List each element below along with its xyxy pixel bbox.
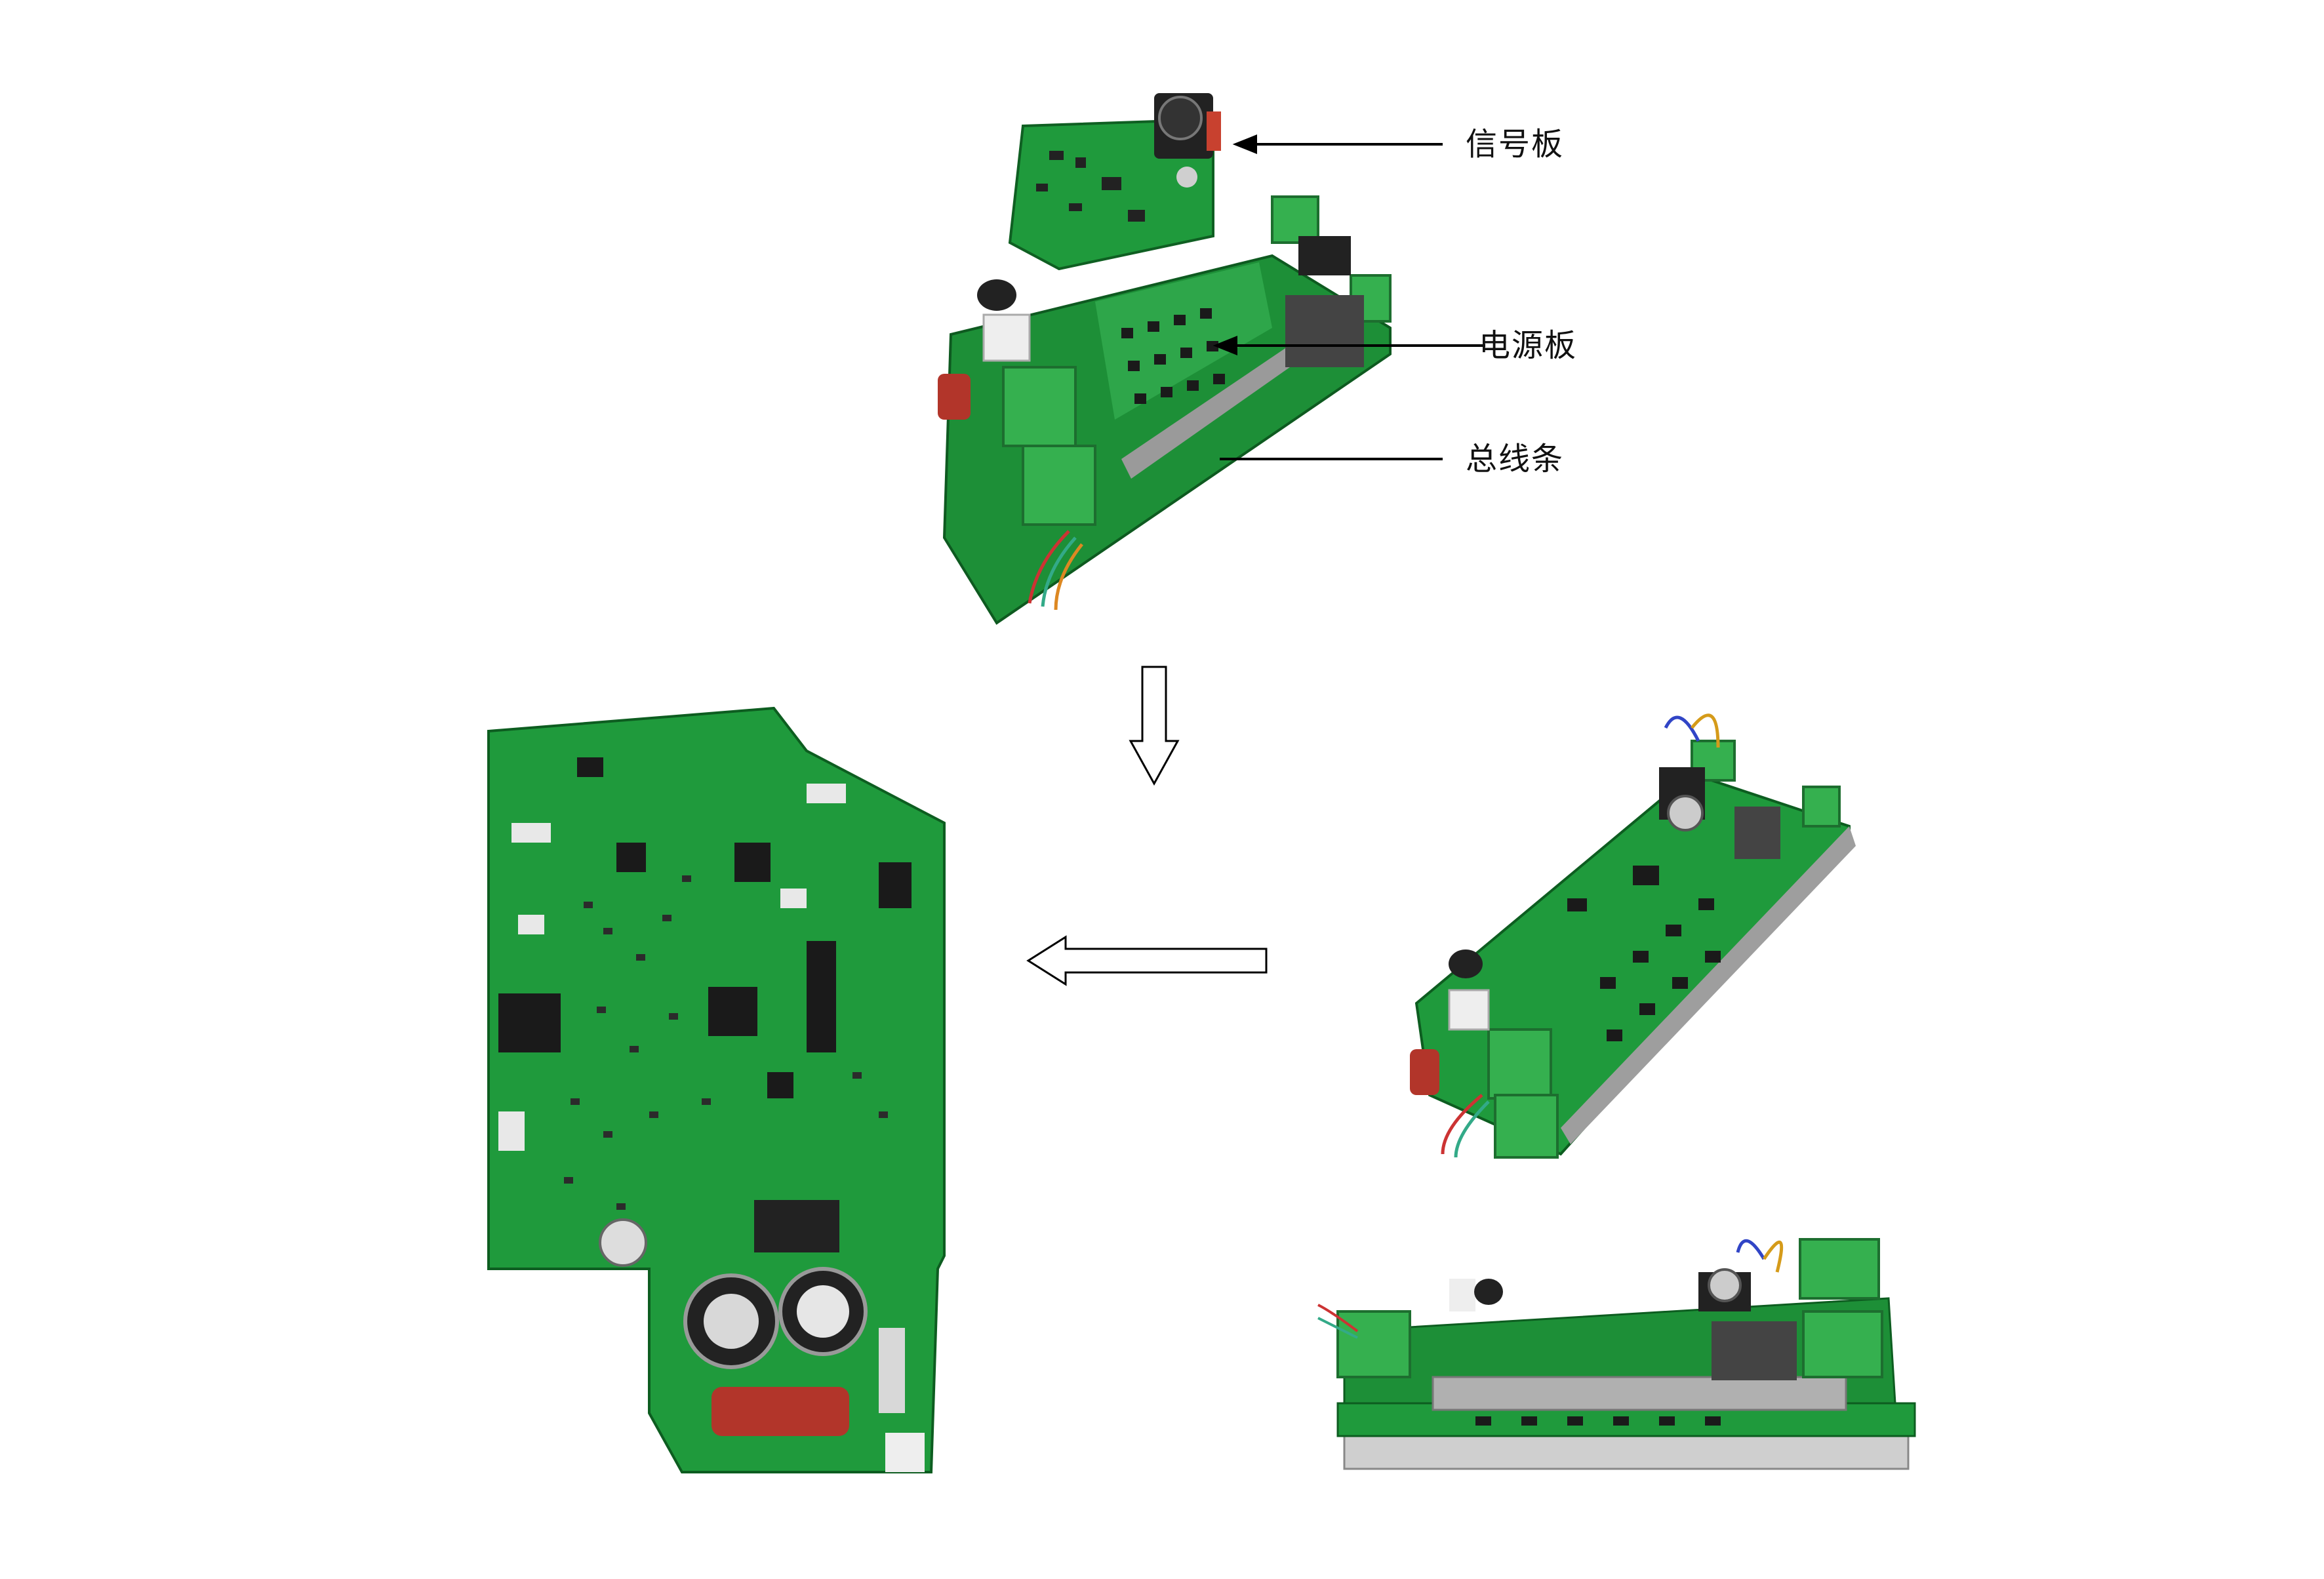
signal-board-flat-photo	[487, 706, 946, 1473]
signal-board-label: 信号板	[1466, 126, 1565, 163]
bus-bar-label: 总线条	[1466, 441, 1565, 477]
signal-board-pcb	[1008, 93, 1221, 271]
assembled-board-side-photo	[1317, 1238, 1916, 1470]
flow-arrow-left-icon	[1026, 935, 1268, 986]
flow-arrow-down-icon	[1129, 666, 1180, 786]
power-board-pcb	[938, 195, 1392, 625]
assembled-board-angled-photo	[1410, 713, 1856, 1159]
exploded-assembly-photo	[938, 93, 1392, 625]
power-board-label: 电源板	[1479, 327, 1578, 364]
